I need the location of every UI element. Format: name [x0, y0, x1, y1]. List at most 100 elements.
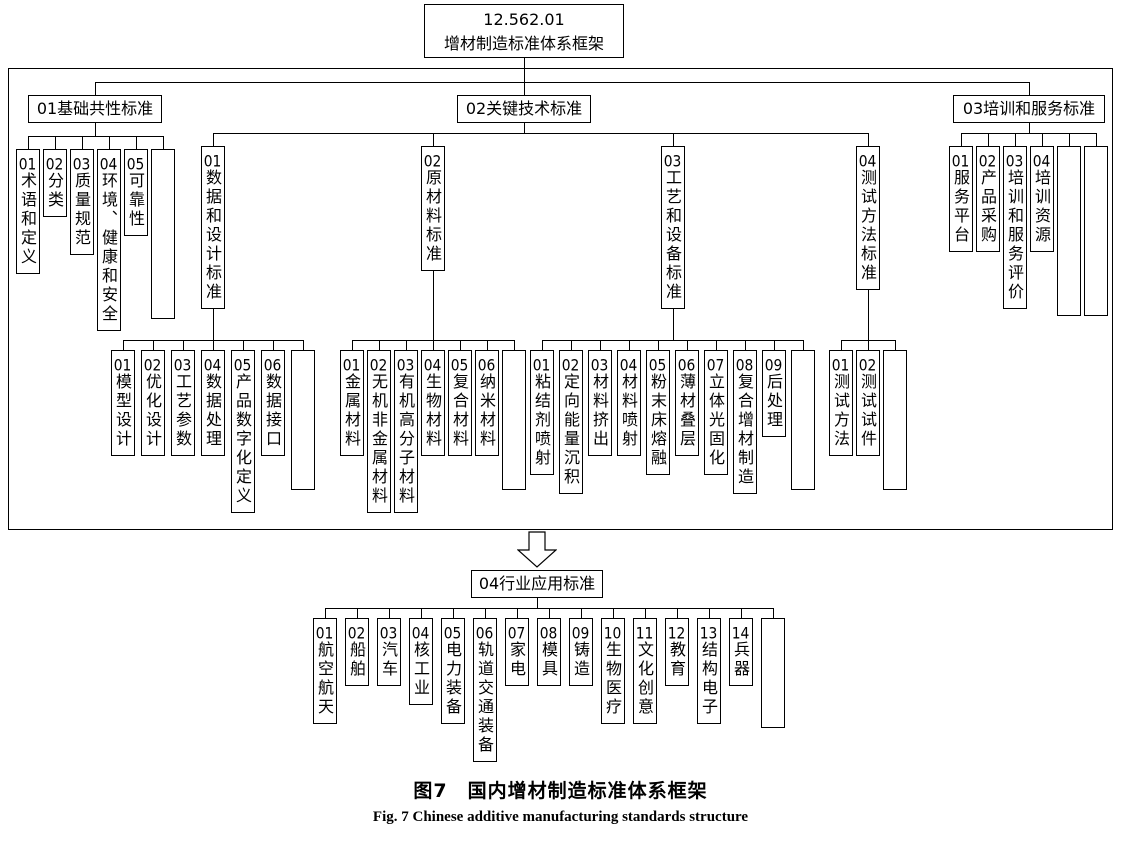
node-number: 08 — [735, 357, 754, 373]
connector-line — [421, 608, 422, 618]
node-number: 02 — [978, 153, 997, 169]
frame-border — [8, 68, 1113, 530]
connector-line — [357, 608, 358, 618]
node-number: 03 — [379, 625, 398, 641]
connector-line — [613, 608, 614, 618]
connector-line — [988, 133, 989, 146]
training-service-item-box: 04培训资源 — [1030, 146, 1054, 252]
connector-line — [136, 136, 137, 149]
empty-box — [1057, 146, 1081, 316]
node-number: 05 — [126, 156, 145, 172]
connector-line — [517, 608, 518, 618]
node-number: 07 — [507, 625, 526, 641]
node-number: 03 — [72, 156, 91, 172]
node-number: 09 — [764, 357, 783, 373]
connector-line — [163, 136, 164, 149]
raw-material-item-box: 06纳米材料 — [475, 350, 499, 456]
raw-material-item-box: 01金属材料 — [340, 350, 364, 456]
connector-line — [123, 340, 124, 350]
connector-line — [95, 123, 96, 136]
connector-line — [961, 133, 1097, 134]
empty-box — [1084, 146, 1108, 316]
node-number: 10 — [603, 625, 622, 641]
node-number: 06 — [477, 357, 496, 373]
process-equipment-item-box: 02定向能量沉积 — [559, 350, 583, 494]
root-code: 12.562.01 — [483, 10, 565, 29]
connector-line — [487, 340, 488, 350]
industry-application-item-box: 01航空航天 — [313, 618, 337, 724]
connector-line — [82, 136, 83, 149]
basic-standard-item-box: 02分类 — [43, 149, 67, 217]
empty-box — [761, 618, 785, 728]
connector-line — [28, 136, 164, 137]
process-equipment-item-box: 08复合增材制造 — [733, 350, 757, 494]
industry-application-item-box: 09铸造 — [569, 618, 593, 686]
process-equipment-item-box: 05粉末床熔融 — [646, 350, 670, 475]
process-equipment-item-box: 07立体光固化 — [704, 350, 728, 475]
empty-box — [791, 350, 815, 490]
node-number: 09 — [571, 625, 590, 641]
root-box: 12.562.01 增材制造标准体系框架 — [424, 4, 624, 58]
data-design-item-box: 01模型设计 — [111, 350, 135, 456]
process-equipment-item-box: 01粘结剂喷射 — [530, 350, 554, 475]
node-number: 04 — [411, 625, 430, 641]
node-number: 01 — [18, 156, 37, 172]
group-basic-standards-box: 01基础共性标准 — [28, 95, 162, 123]
connector-line — [406, 340, 407, 350]
connector-line — [1015, 133, 1016, 146]
connector-line — [1069, 133, 1070, 146]
connector-line — [389, 608, 390, 618]
connector-line — [868, 340, 869, 350]
process-equipment-item-box: 06薄材叠层 — [675, 350, 699, 456]
connector-line — [677, 608, 678, 618]
connector-line — [453, 608, 454, 618]
node-number: 05 — [648, 357, 667, 373]
connector-line — [153, 340, 154, 350]
connector-line — [1042, 133, 1043, 146]
empty-box — [883, 350, 907, 490]
connector-line — [841, 340, 842, 350]
node-number: 02 — [347, 625, 366, 641]
node-number: 07 — [706, 357, 725, 373]
data-design-item-box: 02优化设计 — [141, 350, 165, 456]
raw-material-item-box: 03有机高分子材料 — [394, 350, 418, 513]
connector-line — [542, 340, 543, 350]
connector-line — [542, 340, 804, 341]
node-number: 04 — [99, 156, 118, 172]
root-title: 增材制造标准体系框架 — [443, 34, 604, 53]
training-service-item-box: 01服务平台 — [949, 146, 973, 252]
node-number: 03 — [173, 357, 192, 373]
connector-line — [352, 340, 353, 350]
industry-application-item-box: 11文化创意 — [633, 618, 657, 724]
connector-line — [774, 340, 775, 350]
basic-standard-item-box: 01术语和定义 — [16, 149, 40, 274]
process-equipment-item-box: 04材料喷射 — [617, 350, 641, 456]
connector-line — [213, 133, 214, 146]
connector-line — [524, 58, 525, 82]
node-number: 04 — [423, 357, 442, 373]
node-number: 06 — [677, 357, 696, 373]
connector-line — [658, 340, 659, 350]
connector-line — [716, 340, 717, 350]
connector-line — [687, 340, 688, 350]
data-design-item-box: 03工艺参数 — [171, 350, 195, 456]
node-number: 06 — [263, 357, 282, 373]
process-equipment-item-box: 03材料挤出 — [588, 350, 612, 456]
node-number: 04 — [1032, 153, 1051, 169]
empty-box — [291, 350, 315, 490]
sub-raw-material-box: 02原材料标准 — [421, 146, 445, 271]
connector-line — [433, 340, 434, 350]
node-number: 01 — [315, 625, 334, 641]
node-number: 03 — [590, 357, 609, 373]
node-number: 04 — [858, 153, 877, 169]
connector-line — [433, 271, 434, 340]
data-design-item-box: 06数据接口 — [261, 350, 285, 456]
node-number: 03 — [1005, 153, 1024, 169]
connector-line — [741, 608, 742, 618]
connector-line — [571, 340, 572, 350]
node-number: 05 — [450, 357, 469, 373]
node-number: 11 — [635, 625, 654, 641]
connector-line — [95, 82, 1030, 83]
figure-caption-en: Fig. 7 Chinese additive manufacturing st… — [372, 809, 749, 825]
node-number: 02 — [423, 153, 442, 169]
